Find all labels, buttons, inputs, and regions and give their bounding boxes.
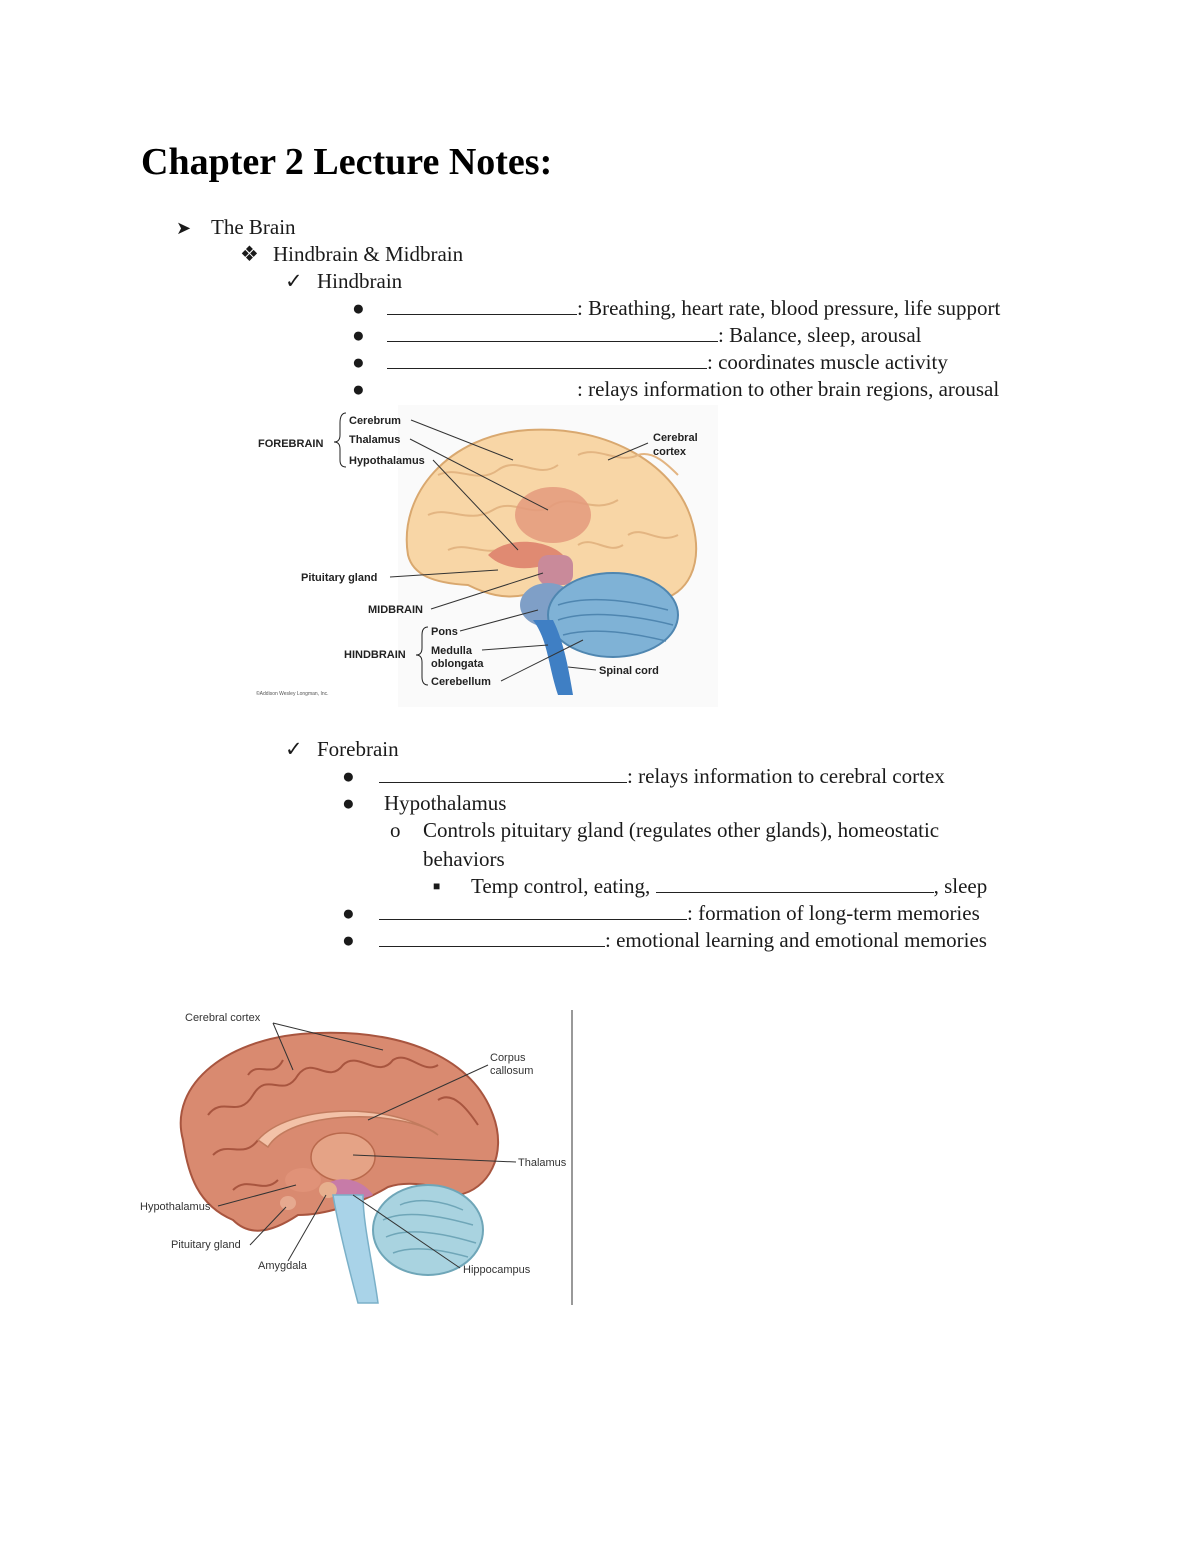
label-copyright: ©Addison Wesley Longman, Inc. — [256, 690, 329, 697]
label-amygdala: Amygdala — [258, 1260, 308, 1272]
label-cerebral-cortex-2: cortex — [653, 446, 687, 458]
disc-bullet-icon: ● — [342, 791, 355, 815]
label-corpus-1: Corpus — [490, 1052, 526, 1064]
list-item-text: Hypothalamus — [384, 791, 507, 815]
hippocampus-shape — [328, 1179, 373, 1199]
diamond-bullet-icon: ❖ — [240, 242, 259, 266]
page-title: Chapter 2 Lecture Notes: — [141, 141, 553, 183]
sub-sub-item: Temp control, eating, , sleep — [471, 873, 987, 900]
outline-level1: ➤ — [176, 214, 191, 242]
list-item-text: : Breathing, heart rate, blood pressure,… — [577, 296, 1001, 320]
label-midbrain: MIDBRAIN — [368, 604, 423, 616]
fill-in-blank[interactable] — [387, 323, 718, 342]
disc-bullet-icon: ● — [352, 377, 365, 401]
label-cerebral-cortex-1: Cerebral — [653, 432, 698, 444]
label-hippocampus: Hippocampus — [463, 1264, 531, 1276]
label-corpus-2: callosum — [490, 1065, 533, 1077]
corpus-callosum-shape — [256, 1110, 439, 1149]
fill-in-blank[interactable] — [387, 350, 707, 369]
spinal-cord-shape — [533, 620, 573, 695]
list-item-text: : formation of long-term memories — [687, 901, 980, 925]
label-thalamus: Thalamus — [349, 434, 400, 446]
label-medulla-1: Medulla — [431, 645, 473, 657]
outline-item-the-brain: The Brain — [211, 215, 296, 239]
sub-item-text: Controls pituitary gland (regulates othe… — [423, 818, 940, 842]
list-item-text: : emotional learning and emotional memor… — [605, 928, 987, 952]
cerebellum-shape — [372, 1184, 484, 1276]
label-pons: Pons — [431, 626, 458, 638]
outline-item-hindbrain-midbrain: Hindbrain & Midbrain — [273, 242, 464, 266]
brain-lateral-figure: FOREBRAIN Cerebrum Thalamus Hypothalamus… — [256, 405, 718, 707]
fill-in-blank[interactable] — [387, 296, 577, 315]
brainstem-shape — [332, 1194, 379, 1304]
pituitary-shape — [280, 1196, 296, 1210]
label-medulla-2: oblongata — [431, 658, 484, 670]
fill-in-blank[interactable] — [655, 874, 934, 893]
label-forebrain: FOREBRAIN — [258, 438, 323, 450]
square-bullet-icon: ■ — [433, 879, 441, 893]
fill-in-blank[interactable] — [379, 901, 687, 920]
sub-item-text-continued: behaviors — [423, 847, 505, 871]
thalamus-shape — [310, 1132, 376, 1182]
list-item-text: : relays information to other brain regi… — [577, 377, 1000, 401]
label-pituitary: Pituitary gland — [301, 572, 377, 584]
label-hypothalamus: Hypothalamus — [140, 1201, 211, 1213]
thalamus-shape — [515, 487, 591, 543]
hindbrain-heading: Hindbrain — [317, 269, 403, 293]
arrow-bullet-icon: ➤ — [176, 218, 192, 238]
label-spinal-cord: Spinal cord — [599, 665, 659, 677]
label-cerebral-cortex: Cerebral cortex — [185, 1012, 261, 1024]
disc-bullet-icon: ● — [352, 296, 365, 320]
sub-sub-item-text: Temp control, eating, — [471, 874, 656, 898]
disc-bullet-icon: ● — [352, 323, 365, 347]
fill-in-blank[interactable] — [379, 928, 605, 947]
label-cerebellum: Cerebellum — [431, 676, 491, 688]
amygdala-shape — [319, 1182, 337, 1198]
label-cerebrum: Cerebrum — [349, 415, 401, 427]
list-item-text: : coordinates muscle activity — [707, 350, 948, 374]
list-item-text: : relays information to cerebral cortex — [627, 764, 945, 788]
disc-bullet-icon: ● — [342, 901, 355, 925]
label-thalamus: Thalamus — [518, 1157, 567, 1169]
forebrain-heading: Forebrain — [317, 737, 399, 761]
fill-in-blank[interactable] — [379, 764, 627, 783]
disc-bullet-icon: ● — [342, 928, 355, 952]
disc-bullet-icon: ● — [352, 350, 365, 374]
sub-sub-item-text-after: , sleep — [933, 874, 988, 898]
brain-medial-figure: Cerebral cortex Corpus callosum Thalamus… — [140, 1010, 573, 1305]
label-hindbrain: HINDBRAIN — [344, 649, 406, 661]
disc-bullet-icon: ● — [342, 764, 355, 788]
label-hypothalamus: Hypothalamus — [349, 455, 425, 467]
checkmark-bullet-icon: ✓ — [285, 737, 303, 761]
circle-bullet-icon: o — [390, 818, 401, 842]
midbrain-shape — [538, 555, 573, 585]
hypothalamus-shape — [285, 1168, 321, 1192]
label-pituitary: Pituitary gland — [171, 1239, 241, 1251]
checkmark-bullet-icon: ✓ — [285, 269, 303, 293]
list-item-text: : Balance, sleep, arousal — [718, 323, 922, 347]
